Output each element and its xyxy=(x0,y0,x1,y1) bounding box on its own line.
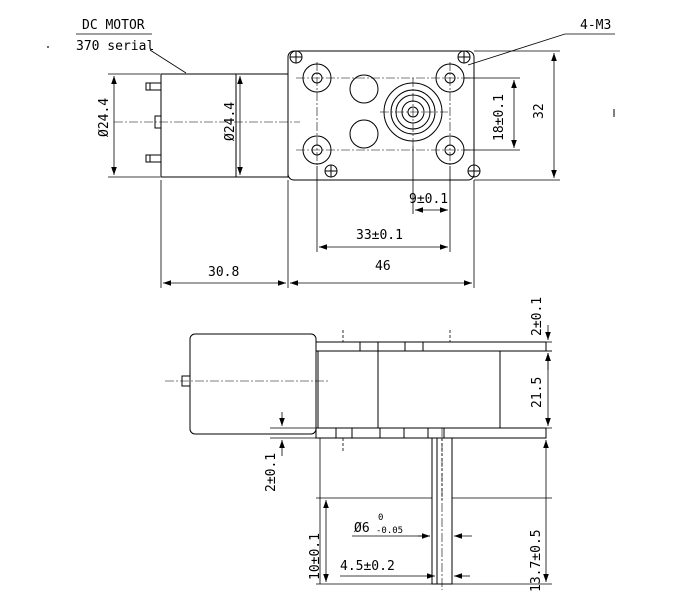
dim-height-32: 32 xyxy=(532,103,547,119)
dim-shaft-dia-upper-tol: 0 xyxy=(378,513,383,523)
dim-offset-9: 9±0.1 xyxy=(409,192,448,207)
motor-body-top xyxy=(114,73,300,178)
dim-plate-bottom: 2±0.1 xyxy=(264,453,279,492)
dim-flat-width: 4.5±0.2 xyxy=(340,559,395,574)
top-view: DC MOTOR 370 serial 4-M3 Ø24.4 Ø24.4 32 … xyxy=(47,18,615,288)
top-view-dimensions xyxy=(76,33,615,288)
dim-motor-length: 30.8 xyxy=(208,265,239,280)
gearbox-plate-top xyxy=(287,50,481,181)
dim-box-length: 46 xyxy=(375,259,391,274)
motor-type-label: DC MOTOR xyxy=(82,18,145,33)
dim-shaft-total: 13.7±0.5 xyxy=(529,529,544,592)
side-view-dimensions xyxy=(270,325,552,585)
side-view: 2±0.1 21.5 2±0.1 10±0.1 Ø6 0 -0.05 4.5±0… xyxy=(165,297,552,592)
dim-shaft-dia: Ø6 xyxy=(354,521,370,536)
dim-offset-33: 33±0.1 xyxy=(356,228,403,243)
dim-box-height: 21.5 xyxy=(530,377,545,408)
dim-motor-dia-right: Ø24.4 xyxy=(223,102,238,141)
motor-series-label: 370 serial xyxy=(76,39,154,54)
screw-label: 4-M3 xyxy=(580,18,611,33)
dim-shaft-length: 10±0.1 xyxy=(308,533,323,580)
dim-shaft-dia-lower-tol: -0.05 xyxy=(376,526,403,536)
dim-motor-dia-left: Ø24.4 xyxy=(97,98,112,137)
dim-plate-top: 2±0.1 xyxy=(530,297,545,336)
dim-hole-span: 18±0.1 xyxy=(492,94,507,141)
